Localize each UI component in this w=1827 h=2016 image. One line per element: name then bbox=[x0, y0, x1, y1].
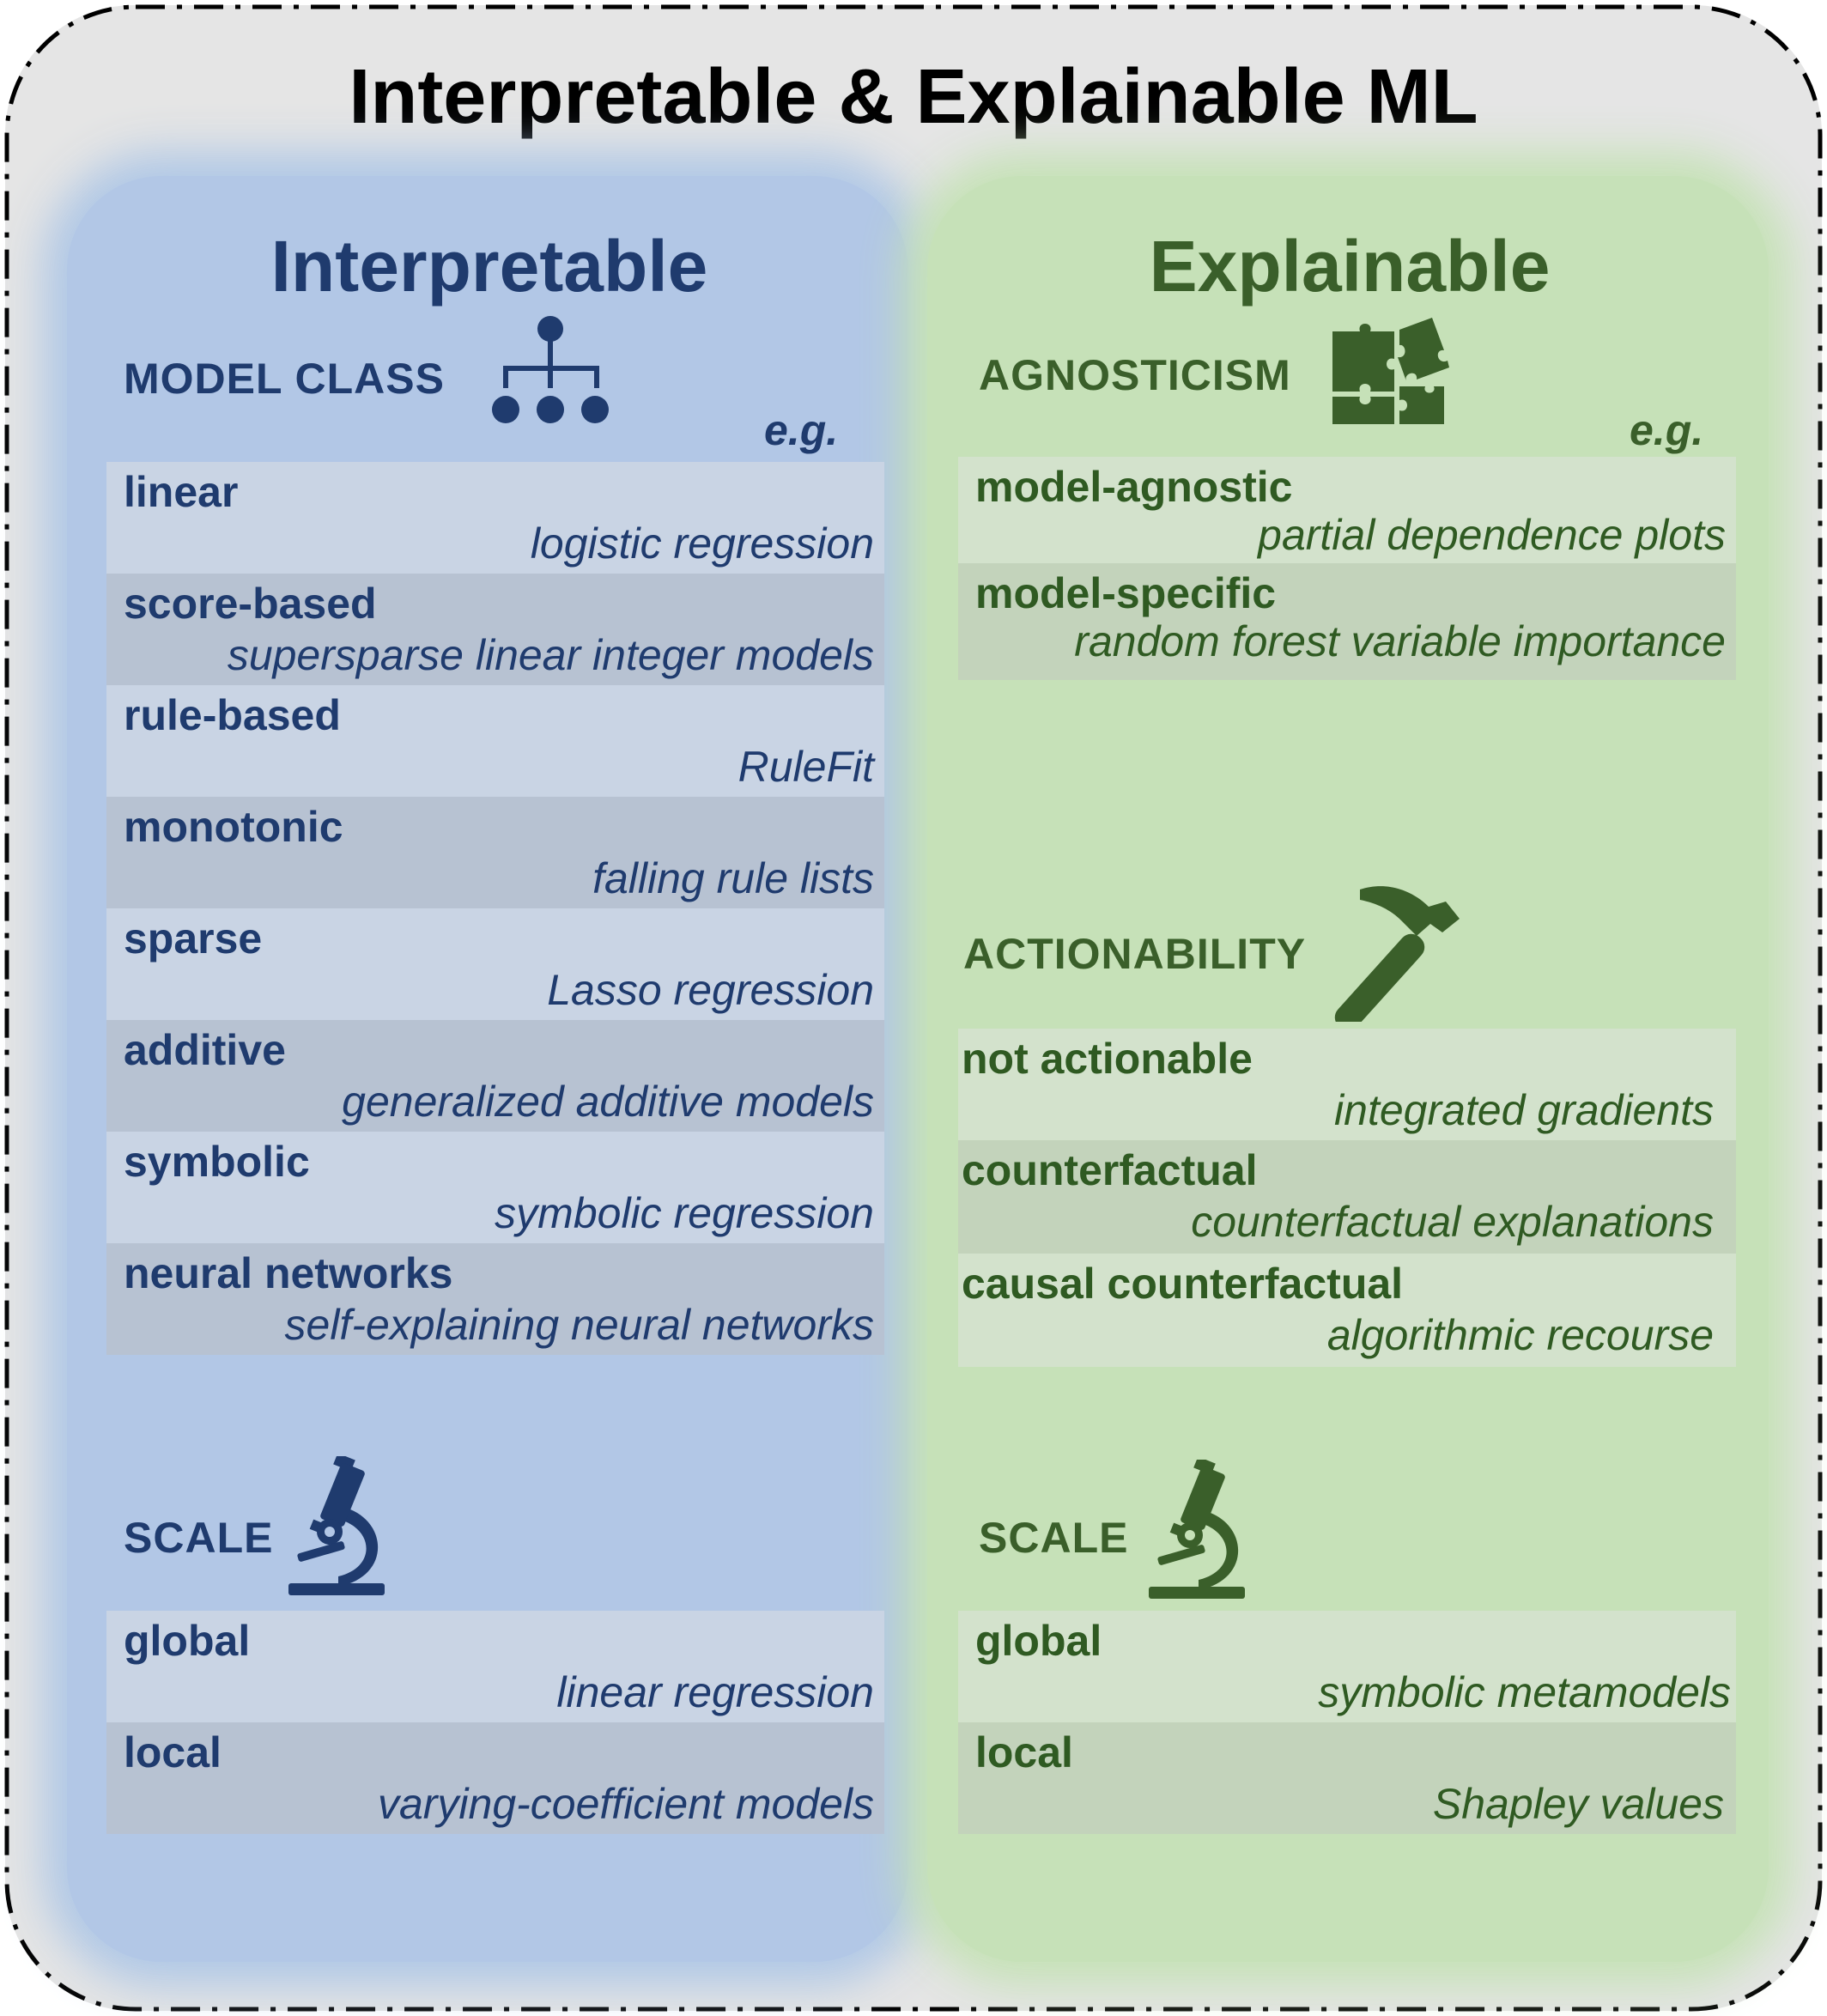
example-label: logistic regression bbox=[530, 519, 874, 568]
term-label: local bbox=[124, 1728, 222, 1776]
example-label: Lasso regression bbox=[547, 966, 874, 1014]
example-label: varying-coefficient models bbox=[377, 1780, 874, 1828]
eg-label: e.g. bbox=[764, 406, 839, 454]
example-label: symbolic metamodels bbox=[1318, 1668, 1731, 1716]
list-item: symbolic symbolic regression bbox=[106, 1132, 884, 1243]
term-label: model-agnostic bbox=[975, 463, 1293, 511]
term-label: model-specific bbox=[975, 569, 1277, 617]
hammer-icon bbox=[1334, 886, 1460, 1022]
hierarchy-icon bbox=[492, 316, 609, 423]
term-label: counterfactual bbox=[962, 1146, 1258, 1194]
list-item: rule-based RuleFit bbox=[106, 685, 884, 797]
term-label: sparse bbox=[124, 914, 263, 962]
eg-label: e.g. bbox=[1630, 406, 1704, 454]
example-label: symbolic regression bbox=[495, 1189, 874, 1237]
list-item: score-based supersparse linear integer m… bbox=[106, 574, 884, 685]
list-item: causal counterfactual algorithmic recour… bbox=[958, 1254, 1736, 1367]
actionability-label: ACTIONABILITY bbox=[963, 930, 1307, 978]
list-item: linear logistic regression bbox=[106, 462, 884, 574]
list-item: sparse Lasso regression bbox=[106, 908, 884, 1020]
list-item: not actionable integrated gradients bbox=[958, 1029, 1736, 1140]
example-label: falling rule lists bbox=[592, 854, 874, 902]
term-label: global bbox=[124, 1617, 251, 1665]
example-label: generalized additive models bbox=[342, 1078, 874, 1126]
list-item: additive generalized additive models bbox=[106, 1020, 884, 1132]
term-label: linear bbox=[124, 468, 239, 516]
example-label: supersparse linear integer models bbox=[227, 631, 874, 679]
model-class-label: MODEL CLASS bbox=[124, 355, 445, 403]
list-item: neural networks self-explaining neural n… bbox=[106, 1243, 884, 1355]
term-label: global bbox=[975, 1617, 1102, 1665]
microscope-icon bbox=[288, 1456, 385, 1595]
agnosticism-label: AGNOSTICISM bbox=[979, 351, 1291, 399]
list-item: model-agnostic partial dependence plots bbox=[958, 457, 1736, 563]
term-label: neural networks bbox=[124, 1249, 453, 1297]
list-item: global linear regression bbox=[106, 1611, 884, 1722]
example-label: partial dependence plots bbox=[1258, 511, 1726, 559]
example-label: counterfactual explanations bbox=[1191, 1198, 1714, 1246]
example-label: self-explaining neural networks bbox=[284, 1301, 874, 1349]
example-label: algorithmic recourse bbox=[1326, 1311, 1714, 1359]
interpretable-heading: Interpretable bbox=[270, 226, 708, 307]
example-label: linear regression bbox=[556, 1668, 874, 1716]
example-label: Shapley values bbox=[1432, 1780, 1724, 1828]
microscope-icon bbox=[1149, 1460, 1245, 1599]
page-title: Interpretable & Explainable ML bbox=[349, 54, 1478, 140]
term-label: rule-based bbox=[124, 691, 341, 739]
example-label: integrated gradients bbox=[1334, 1086, 1714, 1134]
term-label: monotonic bbox=[124, 803, 343, 851]
example-label: RuleFit bbox=[737, 743, 874, 791]
term-label: not actionable bbox=[962, 1035, 1253, 1083]
scale-label: SCALE bbox=[124, 1514, 274, 1562]
term-label: symbolic bbox=[124, 1138, 310, 1186]
example-label: random forest variable importance bbox=[1074, 617, 1726, 665]
list-item: local Shapley values bbox=[958, 1722, 1736, 1834]
list-item: monotonic falling rule lists bbox=[106, 797, 884, 908]
term-label: score-based bbox=[124, 580, 377, 628]
puzzle-icon bbox=[1332, 318, 1449, 424]
term-label: additive bbox=[124, 1026, 286, 1074]
term-label: local bbox=[975, 1728, 1073, 1776]
list-item: counterfactual counterfactual explanatio… bbox=[958, 1140, 1736, 1254]
list-item: global symbolic metamodels bbox=[958, 1611, 1736, 1722]
list-item: local varying-coefficient models bbox=[106, 1722, 884, 1834]
explainable-heading: Explainable bbox=[1149, 226, 1551, 307]
term-label: causal counterfactual bbox=[962, 1260, 1404, 1308]
scale-label: SCALE bbox=[979, 1514, 1129, 1562]
list-item: model-specific random forest variable im… bbox=[958, 563, 1736, 680]
